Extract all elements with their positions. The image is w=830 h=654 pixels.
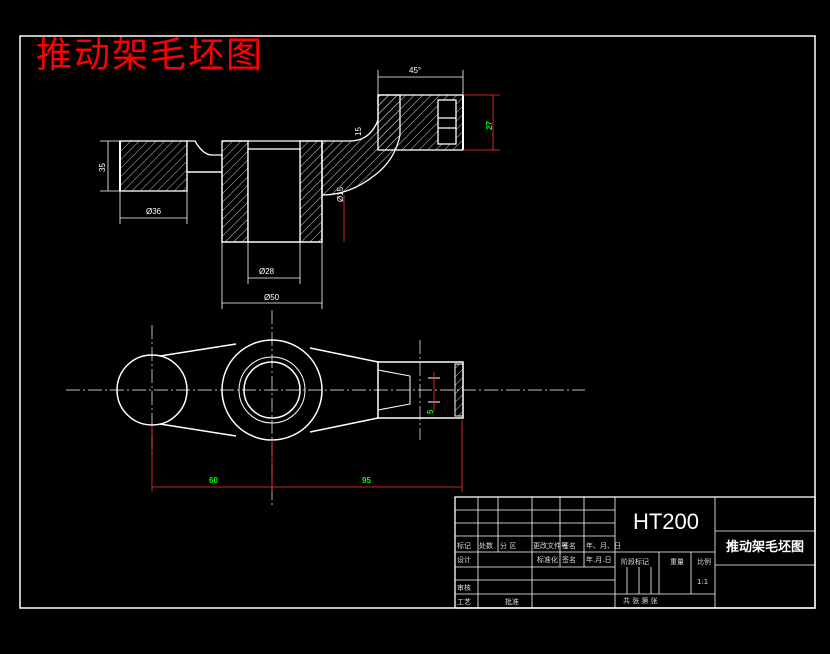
tb-jieduan: 阶段标记 [621,558,649,566]
dim-bore-dia-label: Ø28 [259,267,275,276]
tb-fenqu: 分 区 [500,542,517,550]
tb-chushu: 处数 [479,542,493,550]
plan-dimension-lines [151,372,463,492]
tb-sheji: 设计 [457,556,471,564]
tb-biaoji: 标记 [457,542,471,550]
drawing-title: 推动架毛坯图 [36,35,265,76]
tb-qianming2: 签名 [562,556,576,564]
tb-riqi2: 年.月.日 [586,556,612,564]
tb-gongyi: 工艺 [457,598,471,606]
section-dimension-lines [100,70,464,309]
dim-slot-label: 5 [426,409,435,414]
outer-frame [19,35,816,609]
tb-qianming: 签名 [562,542,576,550]
dim-left-center-label: 60 [209,476,218,485]
dim-left-height-label: 35 [98,163,107,172]
material-label: HT200 [632,509,700,534]
dim-arm-offset-label: 15 [354,127,363,136]
title-block-lines [454,496,816,609]
section-dimension-lines-red [343,94,500,242]
dim-right-center-label: 95 [362,476,371,485]
tb-wenjian: 更改文件号 [533,542,568,550]
tb-pizhun: 批准 [505,598,519,606]
tb-sheets: 共 张 第 张 [623,597,658,605]
dim-hub-dia-label: Ø50 [264,293,280,302]
center-lines [66,310,585,505]
tb-zhongliang: 重量 [670,558,684,566]
tb-shenhe: 审核 [457,584,471,592]
section-view [119,94,464,243]
part-name-label: 推动架毛坯图 [725,540,804,555]
dim-right-height-label: 27 [485,121,494,130]
dim-left-dia-label: Ø36 [146,207,162,216]
tb-scale: 1:1 [697,578,709,586]
tb-riqi: 年、月、日 [586,542,621,550]
tb-biaozhunhua: 标准化 [537,556,558,564]
tb-bili: 比例 [697,558,711,566]
dim-arm-dia-label: Ø15 [336,186,345,202]
dim-angle-label: 45° [409,66,422,75]
